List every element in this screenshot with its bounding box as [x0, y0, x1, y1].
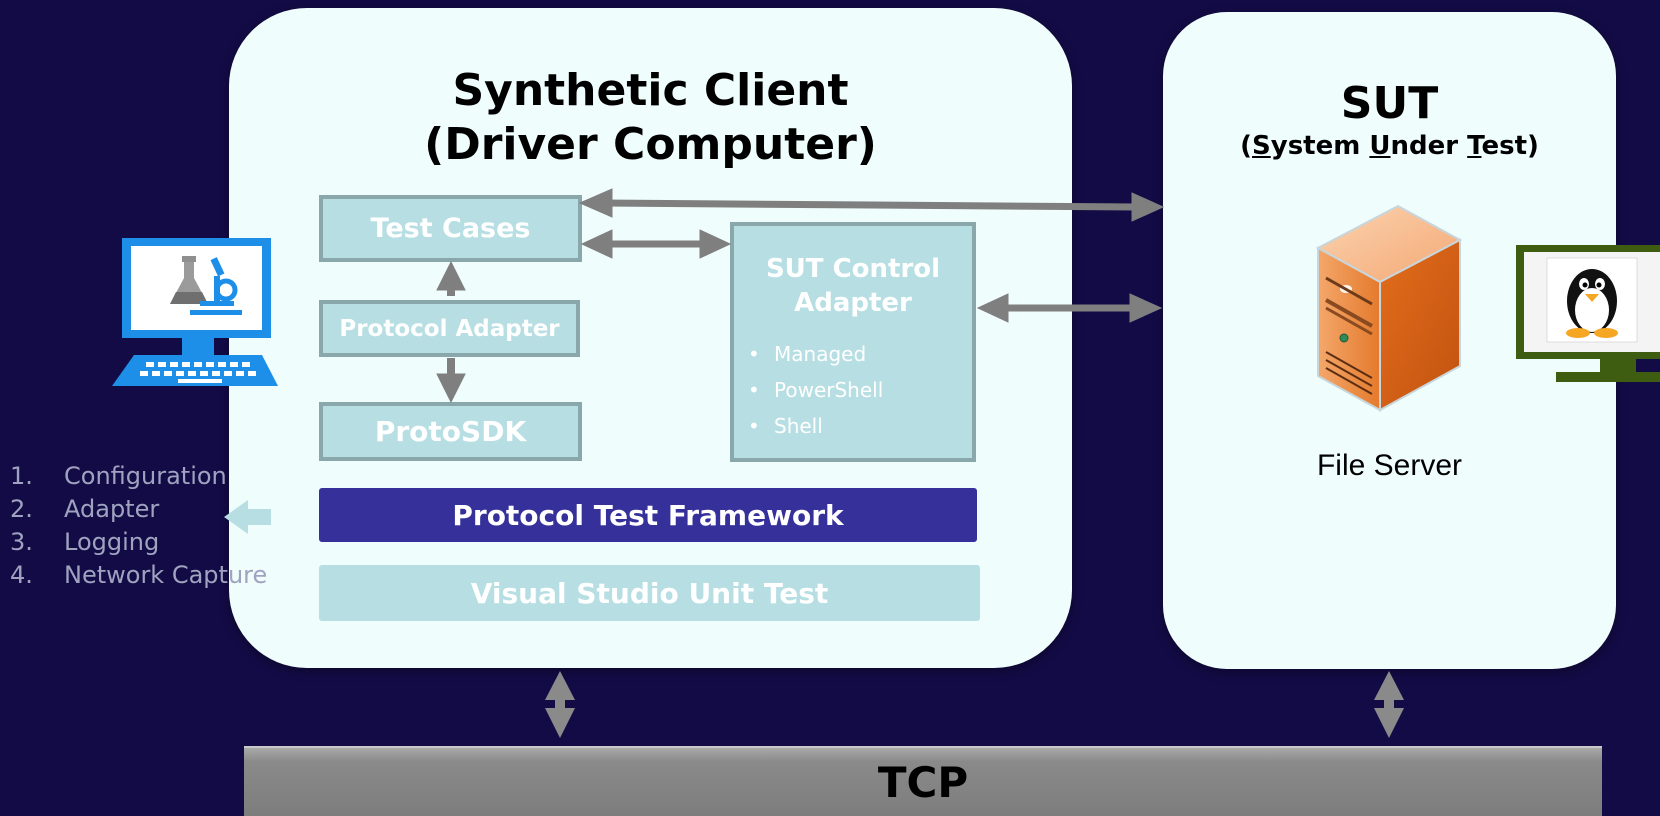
sut-title: SUT [1340, 78, 1439, 129]
client-title-line1: Synthetic Client [452, 65, 849, 116]
sut-control-adapter-title: SUT Control Adapter [765, 254, 941, 318]
visual-studio-unit-test-bar: Visual Studio Unit Test [319, 565, 980, 621]
list-item-label: PowerShell [774, 378, 884, 402]
list-item-number: 1. [10, 462, 33, 490]
list-item: 3. Logging [10, 526, 267, 559]
client-title-line2: (Driver Computer) [424, 119, 877, 170]
list-item-label: Logging [64, 528, 160, 556]
sut-subtitle-part: ( [1240, 131, 1253, 161]
protocol-adapter-box: Protocol Adapter [319, 300, 580, 357]
list-item: 4. Network Capture [10, 559, 267, 592]
list-item-label: Configuration [64, 462, 227, 490]
tcp-label: TCP [877, 758, 969, 807]
tcp-bar: TCP [244, 746, 1602, 816]
sut-subtitle-part: nder [1390, 131, 1468, 161]
arrow-client-to-tcp [545, 671, 575, 738]
list-item-number: 2. [10, 495, 33, 523]
sut-subtitle-part: S [1252, 131, 1271, 161]
ptf-features-list: 1. Configuration 2. Adapter 3. Logging 4. Ne… [10, 460, 267, 592]
sut-subtitle-part: U [1369, 131, 1391, 161]
list-item-label: Managed [774, 342, 867, 366]
list-item-number: 3. [10, 528, 33, 556]
protocol-test-framework-bar: Protocol Test Framework [319, 488, 977, 542]
list-item: 1. Configuration [10, 460, 267, 493]
sut-subtitle-part: T [1467, 131, 1482, 161]
sut-control-adapter-list: •Managed •PowerShell •Shell [734, 336, 972, 444]
list-item-label: Network Capture [64, 561, 268, 589]
list-item-label: Adapter [64, 495, 160, 523]
list-item: 2. Adapter [10, 493, 267, 526]
client-title: Synthetic Client (Driver Computer) [229, 64, 1072, 172]
sut-subtitle: (System Under Test) [1163, 131, 1616, 161]
arrow-sut-to-tcp [1374, 671, 1404, 738]
protosdk-box: ProtoSDK [319, 402, 582, 461]
list-item: •Managed [748, 342, 867, 366]
sut-subtitle-part: ystem [1270, 131, 1370, 161]
list-item-label: Shell [774, 414, 823, 438]
sut-control-adapter-box: SUT Control Adapter •Managed •PowerShell… [730, 222, 976, 462]
test-cases-box: Test Cases [319, 195, 582, 262]
file-server-label: File Server [1316, 449, 1463, 482]
list-item-number: 4. [10, 561, 33, 589]
list-item: •Shell [748, 414, 823, 438]
sut-subtitle-part: est) [1481, 131, 1539, 161]
list-item: •PowerShell [748, 378, 884, 402]
